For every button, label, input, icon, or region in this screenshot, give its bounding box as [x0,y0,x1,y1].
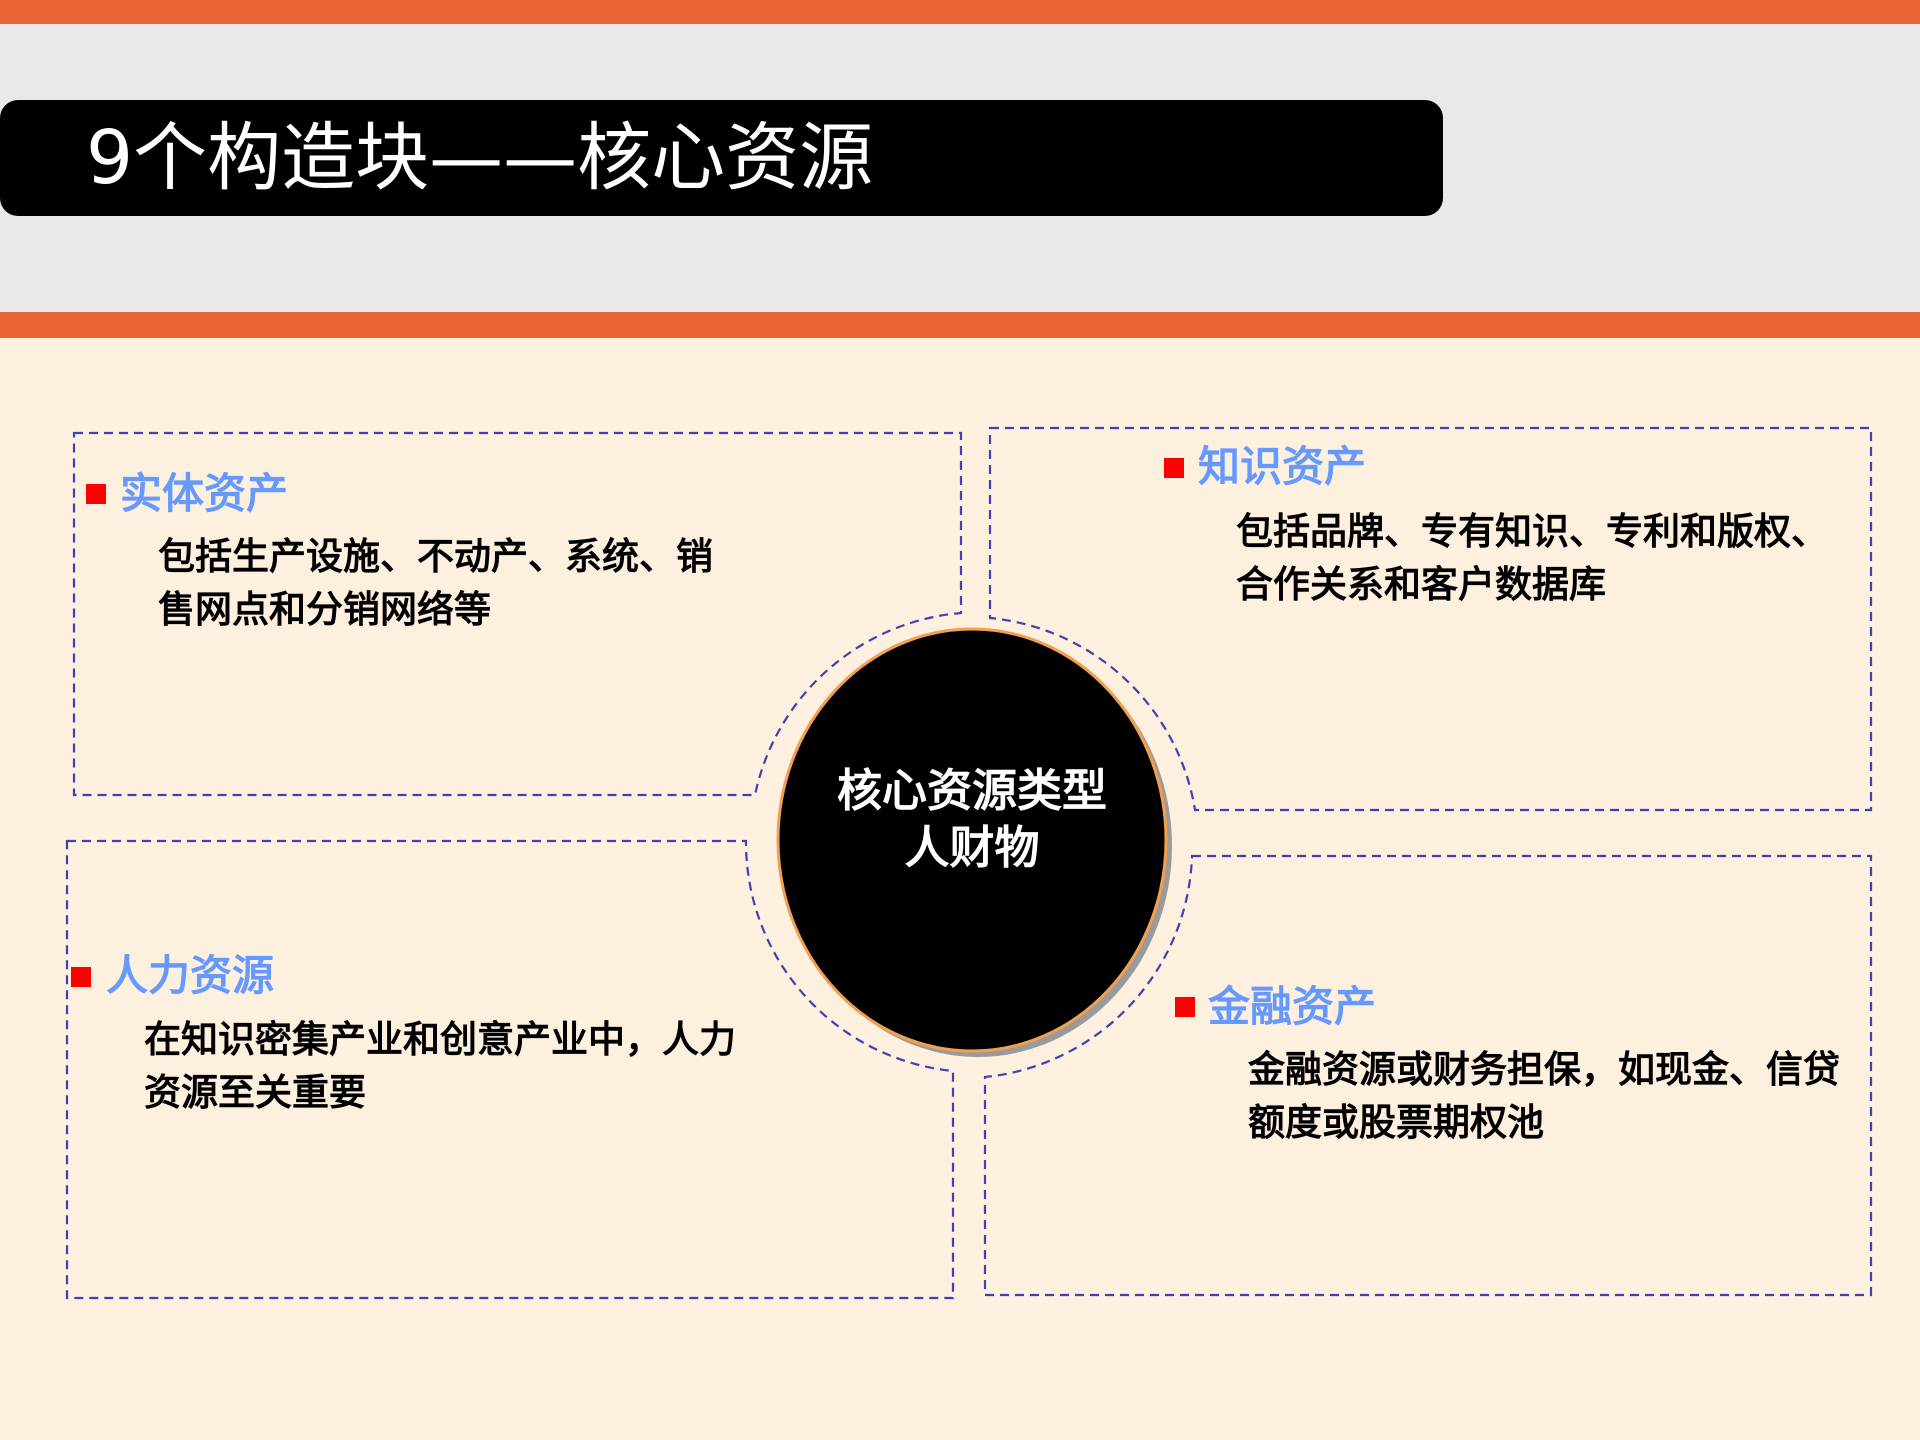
box-intellectual-assets-outline [988,426,1873,812]
section-body-human-resources: 在知识密集产业和创意产业中，人力 资源至关重要 [144,1013,736,1119]
page-title: 9个构造块——核心资源 [86,115,874,201]
box-financial-assets-outline [983,854,1873,1297]
top-accent-bar [0,0,1920,24]
bullet-square-icon [86,484,106,504]
section-title-human-resources: 人力资源 [106,951,275,1000]
center-label: 核心资源类型 人财物 [780,762,1164,876]
center-label-line2: 人财物 [904,821,1040,874]
body-line: 售网点和分销网络等 [158,588,491,631]
body-line: 额度或股票期权池 [1248,1101,1544,1144]
section-body-intellectual-assets: 包括品牌、专有知识、专利和版权、 合作关系和客户数据库 [1236,505,1828,611]
section-body-physical-assets: 包括生产设施、不动产、系统、销 售网点和分销网络等 [158,530,713,636]
body-line: 金融资源或财务担保，如现金、信贷 [1248,1048,1840,1091]
body-line: 合作关系和客户数据库 [1236,563,1606,606]
title-banner [0,100,1443,216]
body-line: 在知识密集产业和创意产业中，人力 [144,1018,736,1061]
bullet-square-icon [71,967,91,987]
bullet-square-icon [1164,458,1184,478]
section-body-financial-assets: 金融资源或财务担保，如现金、信贷 额度或股票期权池 [1248,1043,1840,1149]
bullet-square-icon [1175,997,1195,1017]
body-line: 包括生产设施、不动产、系统、销 [158,535,713,578]
body-line: 包括品牌、专有知识、专利和版权、 [1236,510,1828,553]
center-label-line1: 核心资源类型 [836,764,1107,817]
section-title-intellectual-assets: 知识资产 [1198,442,1367,491]
box-physical-assets-outline [72,431,963,797]
center-circle [776,627,1168,1053]
body-line: 资源至关重要 [144,1071,366,1114]
section-title-financial-assets: 金融资产 [1208,982,1377,1031]
box-human-resources-outline [65,839,955,1300]
section-title-physical-assets: 实体资产 [120,469,289,518]
header-bottom-accent-bar [0,312,1920,338]
